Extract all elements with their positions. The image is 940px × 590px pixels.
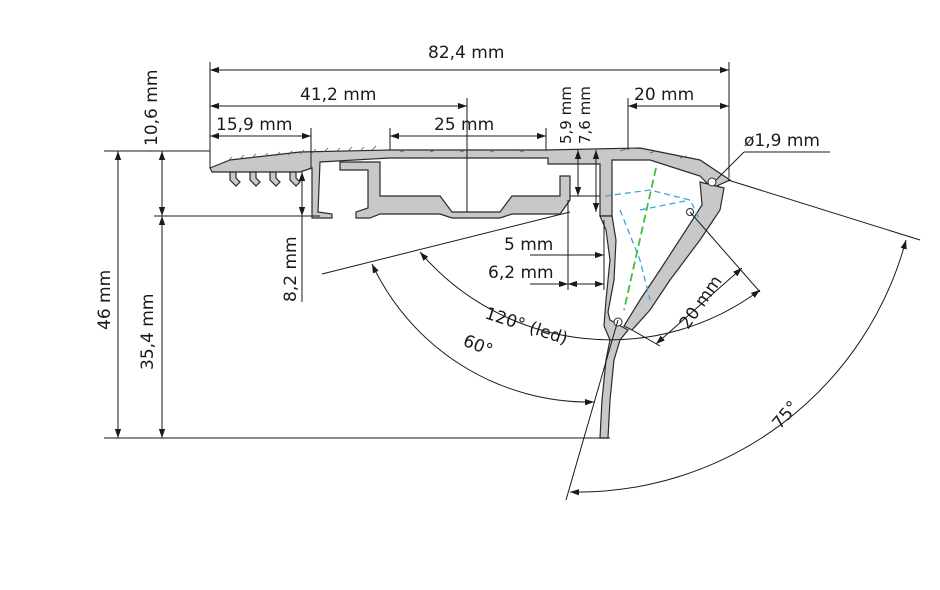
dimension-labels: 82,4 mm 41,2 mm 20 mm 15,9 mm 25 mm ø1,9… xyxy=(95,43,820,433)
label-gap-5: 5 mm xyxy=(504,235,553,255)
label-left-groove: 15,9 mm xyxy=(216,115,292,135)
label-angle-60: 60° xyxy=(460,331,495,361)
label-half-width: 41,2 mm xyxy=(300,85,376,105)
label-top-thickness: 10,6 mm xyxy=(142,70,162,146)
label-leg-height: 8,2 mm xyxy=(281,236,301,302)
underside-hooks xyxy=(229,171,301,187)
dimension-lines xyxy=(104,62,921,501)
leg-pin-circle xyxy=(613,317,623,327)
label-center-slot: 25 mm xyxy=(434,115,494,135)
label-total-height: 46 mm xyxy=(95,270,115,330)
label-angle-led: 120° (led) xyxy=(482,304,570,349)
label-total-width: 82,4 mm xyxy=(428,43,504,63)
label-right-width: 20 mm xyxy=(634,85,694,105)
label-pin-diameter: ø1,9 mm xyxy=(744,131,820,151)
center-channel xyxy=(339,161,571,219)
label-lower-height: 35,4 mm xyxy=(138,294,158,370)
label-diffuser-20: 20 mm xyxy=(676,272,727,333)
pin-circle xyxy=(707,177,717,187)
grip-teeth xyxy=(227,145,687,162)
label-small-1: 5,9 mm xyxy=(557,86,575,144)
label-gap-6-2: 6,2 mm xyxy=(488,263,554,283)
label-small-2: 7,6 mm xyxy=(576,86,594,144)
label-angle-75: 75° xyxy=(769,397,804,433)
